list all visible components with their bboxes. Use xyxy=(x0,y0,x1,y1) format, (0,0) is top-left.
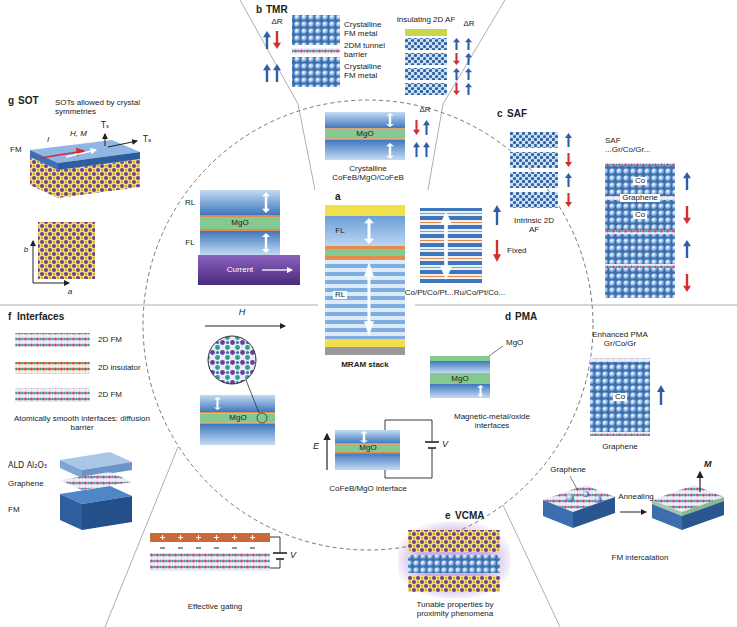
panel-title: f xyxy=(8,311,11,322)
label: Graphene xyxy=(602,443,638,452)
oxide-interface-stack xyxy=(430,346,503,398)
label: 2D FM xyxy=(98,336,122,345)
label: M xyxy=(704,460,712,470)
label: b xyxy=(24,246,28,255)
label: V xyxy=(290,551,296,561)
label: SOTs allowed by crystal symmetries xyxy=(55,99,145,117)
tmr-illustration xyxy=(263,15,472,95)
label: I xyxy=(47,136,49,145)
vcma-illustration xyxy=(150,420,510,598)
label: Co xyxy=(633,177,647,186)
label: Crystalline FM metal xyxy=(344,21,390,39)
saf-illustration xyxy=(510,132,691,298)
label: Current xyxy=(227,266,254,275)
label: Tₛ xyxy=(101,122,109,131)
panel-title: SAF xyxy=(507,108,527,119)
label: MgO xyxy=(229,414,246,423)
label: MgO xyxy=(231,219,248,228)
label: Crystalline CoFeB/MgO/CoFeB xyxy=(332,165,404,183)
mram-stack xyxy=(325,205,405,355)
panel-title: SOT xyxy=(18,95,39,106)
label: 2D insulator xyxy=(98,364,141,373)
panel-title: VCMA xyxy=(455,510,484,521)
label: ΔR xyxy=(271,18,282,27)
label: FM intercalation xyxy=(612,554,669,563)
panel-title: g xyxy=(8,95,14,106)
label: Graphene xyxy=(550,466,586,475)
label: RL xyxy=(333,291,347,300)
label: Magnetic-metal/oxide interfaces xyxy=(448,413,536,431)
label: Graphene xyxy=(620,194,660,203)
panel-title: d xyxy=(505,311,511,322)
panel-title: Interfaces xyxy=(17,311,64,322)
label: MgO xyxy=(506,339,523,348)
label: Intrinsic 2D AF xyxy=(509,217,559,235)
label: Graphene xyxy=(8,480,44,489)
label: Co xyxy=(633,211,647,220)
label: 2DM tunnel barrier xyxy=(344,42,390,60)
label: Insulating 2D AF xyxy=(397,16,456,25)
label: FM xyxy=(8,506,20,515)
label: Effective gating xyxy=(188,603,243,612)
label: H xyxy=(239,308,246,318)
label: Enhanced PMA Gr/Co/Gr xyxy=(588,331,652,349)
label: Fixed xyxy=(507,247,527,256)
sot-illustration xyxy=(30,134,140,283)
sot-mram-stack xyxy=(198,190,300,326)
label: H, M xyxy=(70,130,87,139)
pma-illustration xyxy=(543,358,724,530)
label: ΔR xyxy=(463,20,474,29)
label: a xyxy=(68,288,72,297)
multilayer-stack xyxy=(420,205,501,283)
label: FL xyxy=(185,239,194,248)
interfaces-illustration xyxy=(15,333,275,530)
label: Atomically smooth interfaces: diffusion … xyxy=(7,415,157,433)
panel-title: a xyxy=(335,191,341,202)
label: ΔR xyxy=(419,106,430,115)
label: FM xyxy=(10,146,22,155)
label: Co/Pt/Co/Pt...Ru/Co/Pt/Co... xyxy=(405,289,505,298)
label: MRAM stack xyxy=(341,361,389,370)
panel-title: b xyxy=(256,4,262,15)
label: V xyxy=(442,440,448,450)
panel-title: PMA xyxy=(515,311,537,322)
panel-title: c xyxy=(497,108,503,119)
label: 2D FM xyxy=(98,391,122,400)
panel-title: e xyxy=(445,510,451,521)
panel-title: TMR xyxy=(266,4,288,15)
label: FL xyxy=(335,227,344,236)
label: SAF ...Gr/Co/Gr... xyxy=(605,137,665,155)
dashed-circle xyxy=(143,100,593,550)
label: MgO xyxy=(356,130,373,139)
label: RL xyxy=(185,199,195,208)
label: MgO xyxy=(359,444,376,453)
label: MgO xyxy=(451,375,468,384)
label: Annealing xyxy=(618,493,654,502)
label: Tunable properties by proximity phenomen… xyxy=(405,601,505,619)
label: Crystalline FM metal xyxy=(344,63,390,81)
label: CoFeB/MgO interface xyxy=(329,485,406,494)
label: ALD Al₂O₃ xyxy=(8,462,47,471)
label: Co xyxy=(613,393,627,402)
label: Tₐ xyxy=(143,136,151,145)
label: E xyxy=(313,442,319,452)
mtj-stack xyxy=(325,112,430,160)
